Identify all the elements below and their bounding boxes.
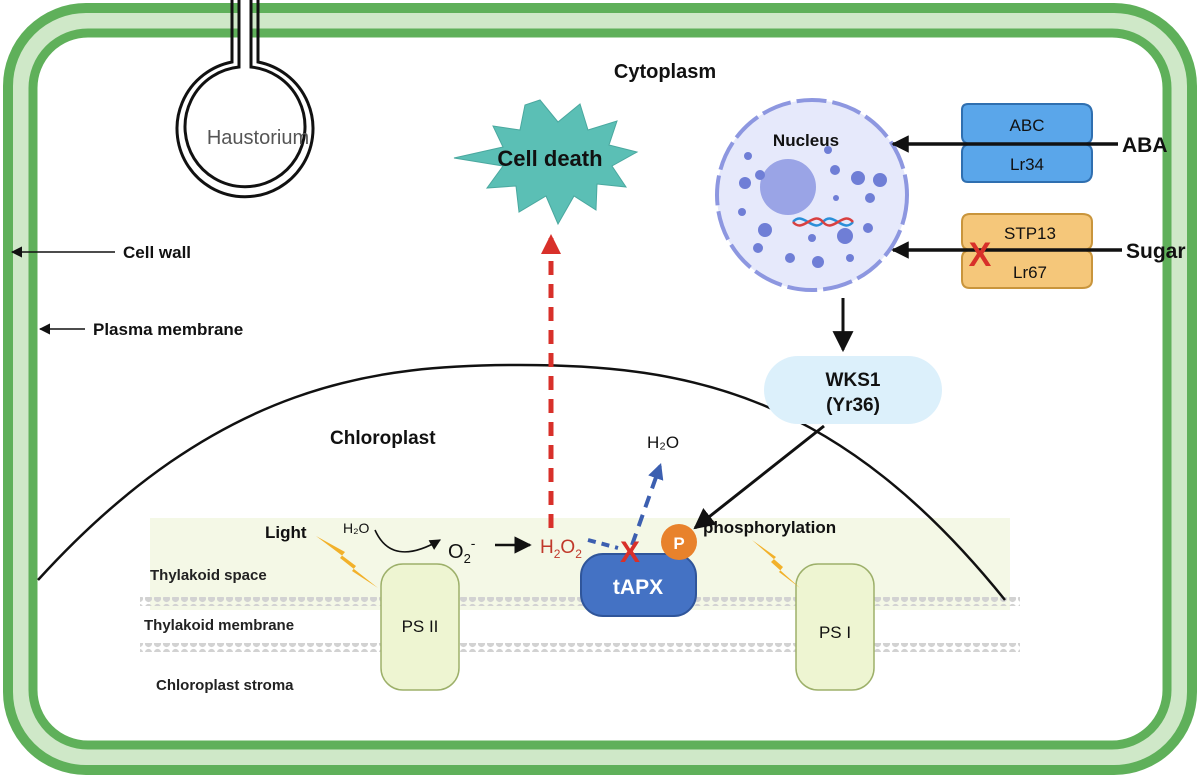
lightning-icon [316, 536, 378, 588]
phosphate-label: P [673, 534, 684, 553]
abc-label: ABC [1010, 116, 1045, 135]
light-label: Light [265, 523, 307, 542]
sugar-label: Sugar [1126, 240, 1186, 263]
cell-wall-label: Cell wall [123, 243, 191, 262]
tapx-block-mark: X [620, 536, 640, 569]
sugar-block-mark: X [969, 236, 992, 274]
superoxide-label: O2- [448, 535, 476, 566]
aba-label: ABA [1122, 134, 1168, 157]
tapx-label: tAPX [613, 576, 663, 599]
nucleus-label: Nucleus [773, 131, 839, 150]
lightning-icon [752, 540, 800, 588]
abc-transporter: ABC Lr34 [961, 103, 1093, 183]
haustorium: Haustorium [175, 0, 315, 199]
wks1-label: WKS1 [826, 370, 881, 391]
ps2-label: PS II [402, 617, 439, 636]
stp13-label: STP13 [1004, 224, 1056, 243]
stp13-transporter: STP13 Lr67 [961, 213, 1093, 289]
h2o-output-label: H₂O [647, 433, 679, 452]
wks1-to-tapx-arrow [693, 424, 825, 530]
photosystem-ii: PS II [380, 563, 460, 691]
phosphate-group: P [661, 524, 697, 560]
yr36-label: (Yr36) [826, 395, 880, 416]
chloroplast-envelope [37, 363, 1006, 601]
chloroplast-label: Chloroplast [330, 428, 436, 449]
tapx-to-h2o-arrow [630, 462, 664, 546]
cell-death-burst: Cell death [453, 99, 639, 226]
haustorium-label: Haustorium [207, 127, 309, 149]
h2o2-label: H2O2 [540, 537, 582, 561]
phosphorylation-label: phosphorylation [703, 518, 836, 537]
thylakoid-membrane-label: Thylakoid membrane [144, 617, 294, 634]
tapx-enzyme: tAPX [580, 553, 697, 617]
plasma-membrane-label: Plasma membrane [93, 320, 243, 339]
h2o2-to-tapx-dashed [587, 538, 619, 550]
lr67-label: Lr67 [1013, 263, 1047, 282]
wks1-protein: WKS1 (Yr36) [764, 356, 942, 424]
thylakoid-membrane-upper [140, 597, 1020, 606]
cytoplasm-label: Cytoplasm [614, 61, 716, 83]
thylakoid-space-label: Thylakoid space [150, 567, 267, 584]
lr34-label: Lr34 [1010, 155, 1044, 174]
chloroplast-stroma-label: Chloroplast stroma [156, 677, 294, 694]
thylakoid-membrane-lower [140, 643, 1020, 652]
ps1-label: PS I [819, 623, 851, 642]
nucleus: Nucleus [715, 98, 909, 292]
water-splitting-arrow [374, 529, 441, 553]
photosystem-i: PS I [795, 563, 875, 691]
cell-death-label: Cell death [497, 146, 602, 171]
h2o-input-label: H₂O [343, 520, 370, 536]
